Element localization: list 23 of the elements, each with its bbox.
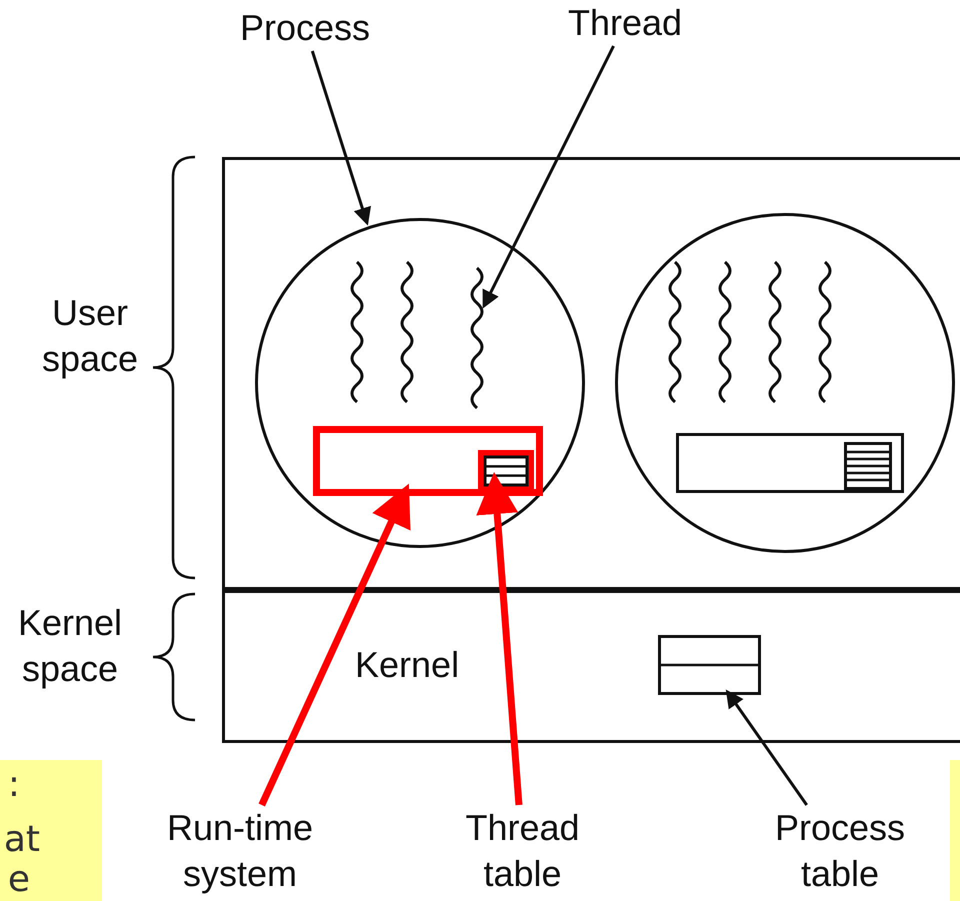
user-space-area <box>222 157 960 590</box>
kernel-space-area <box>222 590 960 743</box>
kernel-space-label: Kernel space <box>16 601 124 691</box>
arrow <box>476 472 522 806</box>
run-time-system-box <box>313 426 543 496</box>
note-text: : <box>6 765 20 805</box>
arrow <box>258 484 410 806</box>
arrow <box>310 50 371 226</box>
callout-label: Run-time system <box>140 805 340 900</box>
process-circle <box>255 218 585 548</box>
arrow <box>482 45 615 309</box>
callout-label: Thread <box>555 0 695 46</box>
thread-table-icon <box>478 450 534 492</box>
user-space-label: User space <box>40 291 140 381</box>
process-circle <box>615 213 955 553</box>
callout-label: Process <box>225 5 385 51</box>
callout-label: Process table <box>750 805 930 900</box>
arrow <box>726 690 808 806</box>
area-label: Kernel <box>355 643 460 687</box>
thread-table-icon <box>844 442 892 490</box>
callout-label: Thread table <box>440 805 605 900</box>
process-table-icon <box>658 635 761 695</box>
run-time-system-box <box>676 433 904 493</box>
